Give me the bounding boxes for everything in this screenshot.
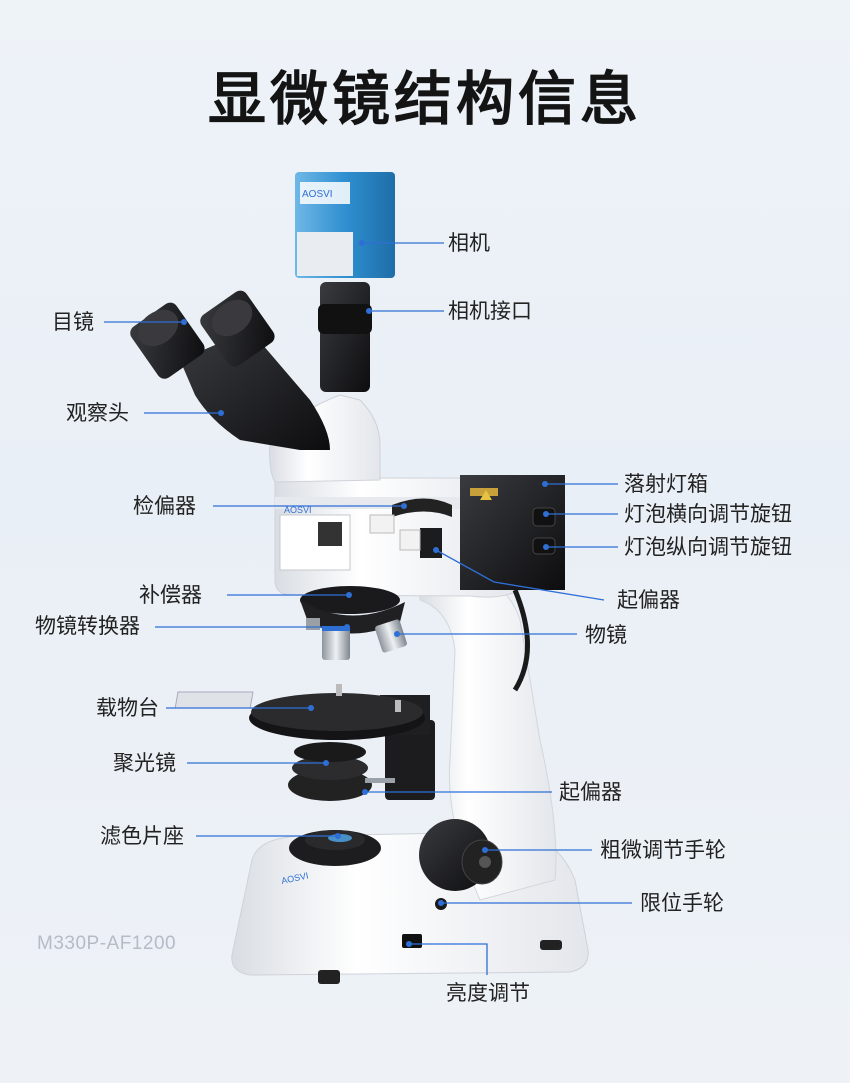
label-lamp-house: 落射灯箱 <box>624 472 708 496</box>
label-objective: 物镜 <box>585 623 627 647</box>
camera-port <box>320 282 370 392</box>
label-polarizer-bottom: 起偏器 <box>559 780 622 804</box>
polarizer-top-block <box>420 528 442 558</box>
leader-lines <box>104 242 632 975</box>
label-focus-knob: 粗微调节手轮 <box>600 838 726 862</box>
label-stage: 载物台 <box>96 696 159 720</box>
label-bulb-h-knob: 灯泡横向调节旋钮 <box>624 502 792 526</box>
viewing-head <box>180 330 330 450</box>
label-polarizer-top: 起偏器 <box>617 588 680 612</box>
label-condenser: 聚光镜 <box>113 751 176 775</box>
condenser-body <box>385 720 435 800</box>
svg-text:AOSVI: AOSVI <box>302 189 333 200</box>
cable <box>512 589 530 692</box>
svg-text:AOSVI: AOSVI <box>284 505 312 515</box>
compensator-disk <box>300 586 400 614</box>
brightness-switch <box>402 934 422 948</box>
label-viewing-head: 观察头 <box>66 401 129 425</box>
model-number: M330P-AF1200 <box>37 933 177 954</box>
label-bulb-v-knob: 灯泡纵向调节旋钮 <box>624 535 792 559</box>
label-filter-holder: 滤色片座 <box>100 824 184 848</box>
objective-1 <box>322 628 350 660</box>
label-limit-knob: 限位手轮 <box>640 891 724 915</box>
page-title: 显微镜结构信息 <box>207 65 642 133</box>
leader-dots <box>181 240 549 947</box>
analyzer-wheel <box>392 498 452 517</box>
base-foot-right <box>540 940 562 950</box>
label-camera-port: 相机接口 <box>448 299 532 323</box>
label-brightness: 亮度调节 <box>446 981 530 1005</box>
objective-2 <box>375 619 407 653</box>
nosepiece <box>300 600 405 634</box>
label-camera: 相机 <box>448 231 490 255</box>
label-compensator: 补偿器 <box>139 583 202 607</box>
label-eyepiece: 目镜 <box>52 310 94 334</box>
bulb-h-knob <box>532 507 556 527</box>
label-nosepiece: 物镜转换器 <box>35 614 140 638</box>
base-foot-left <box>318 970 340 984</box>
slide <box>174 691 254 709</box>
label-analyzer: 检偏器 <box>133 494 196 518</box>
